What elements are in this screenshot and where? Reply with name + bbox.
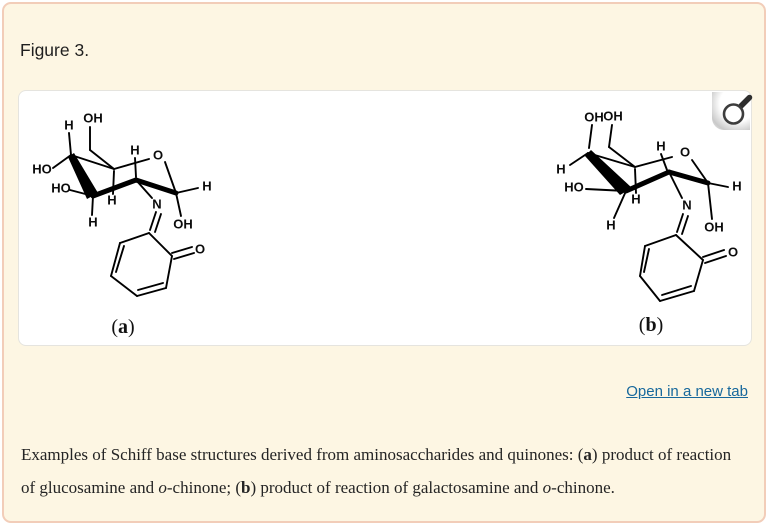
atom-label: O [680,144,690,159]
subfigure-label-b: (b) [639,314,663,336]
atom-label: N [152,196,161,211]
atom-label: H [631,191,640,206]
atom-label: HO [32,161,52,176]
atom-label: H [656,138,665,153]
atom-label: OH [603,108,623,123]
figure-caption: Examples of Schiff base structures deriv… [21,445,732,497]
figure-title: Figure 3. [20,40,90,60]
atom-label: H [130,142,139,157]
molecule-b-drawing: OH OH H HO H H H O H N OH O (b) [556,108,741,335]
bonds-b [569,124,729,302]
atom-label: OH [704,219,724,234]
molecule-a-drawing: H OH HO HO H H H O H N OH O (a) [32,110,211,337]
atom-label: OH [173,216,193,231]
atom-label: H [202,178,211,193]
bonds-a [52,126,199,297]
atom-label: O [728,244,738,259]
atom-label: O [195,241,205,256]
atom-label: H [556,161,565,176]
atom-labels-b: OH OH H HO H H H O H N OH O (b) [556,108,741,335]
atom-label: H [64,117,73,132]
atom-label: H [732,178,741,193]
atom-label: H [606,217,615,232]
zoom-figure-button[interactable] [712,92,753,130]
subfigure-label-a: (a) [111,316,134,338]
open-in-new-tab-link[interactable]: Open in a new tab [626,383,748,400]
atom-label: HO [564,179,584,194]
magnifier-icon [722,94,753,125]
atom-label: N [682,197,691,212]
atom-label: H [107,192,116,207]
atom-label: O [153,147,163,162]
atom-label: H [88,214,97,229]
atom-label: OH [584,109,604,124]
atom-labels-a: H OH HO HO H H H O H N OH O (a) [32,110,211,337]
atom-label: OH [83,110,103,125]
figure-panel[interactable]: H OH HO HO H H H O H N OH O (a) [18,90,753,346]
atom-label: HO [51,180,71,195]
